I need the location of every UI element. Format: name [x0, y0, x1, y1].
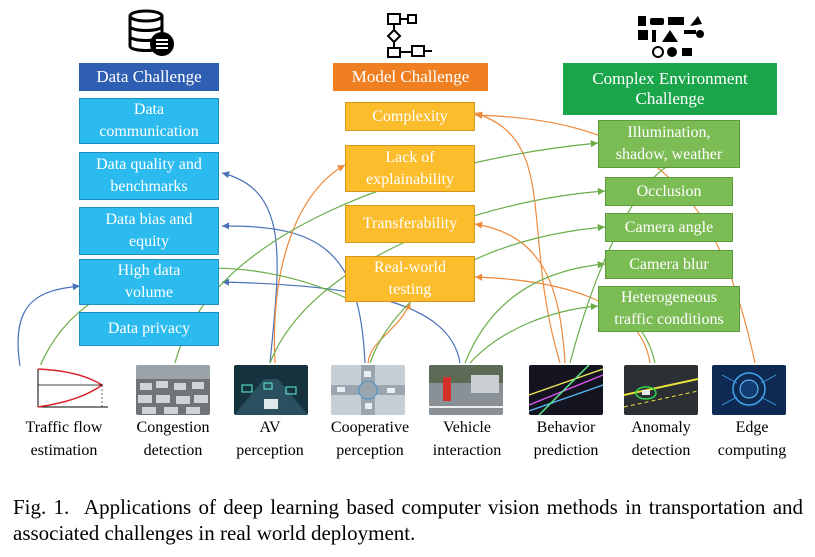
item-line1: Complexity: [372, 107, 448, 125]
app-line1: Behavior: [536, 419, 596, 436]
edge-behavior-to-complexity: [474, 111, 561, 364]
congestion-detection-thumbnail: [136, 365, 210, 415]
item-line1: Camera blur: [629, 255, 709, 273]
application-label: Cooperative perception: [318, 416, 422, 462]
item-line1: Camera angle: [624, 218, 714, 236]
application-label: Vehicle interaction: [419, 416, 515, 462]
app-line2: detection: [143, 442, 203, 460]
edge-behavior-to-transferability: [474, 221, 566, 364]
app-line1: Vehicle: [443, 419, 491, 436]
application-label: AV perception: [222, 416, 318, 462]
model-challenge-item: Transferability: [345, 205, 475, 243]
item-line2: traffic conditions: [614, 311, 724, 328]
app-line2: detection: [631, 442, 691, 460]
env-header-line1: Complex Environment: [592, 68, 748, 88]
anomaly-detection-thumbnail: [624, 365, 698, 415]
env-challenge-item: Illumination, shadow, weather: [598, 120, 740, 168]
caption-prefix: Fig. 1.: [13, 495, 70, 519]
database-icon: [128, 9, 174, 56]
data-challenge-item: High data volume: [79, 259, 219, 305]
item-line2: explainability: [366, 170, 454, 188]
item-line1: Data privacy: [107, 320, 191, 338]
application-label: Congestion detection: [125, 416, 221, 462]
data-challenge-item: Data communication: [79, 98, 219, 144]
cooperative-perception-thumbnail: [331, 365, 405, 415]
item-line1: High data: [117, 262, 181, 280]
app-line1: Edge: [735, 419, 769, 436]
app-line2: interaction: [432, 442, 502, 460]
item-line1: Occlusion: [636, 182, 702, 200]
item-line1: Data bias and: [105, 211, 193, 229]
edge-av-to-data-quality: [221, 171, 278, 364]
item-line1: Data quality and: [96, 156, 202, 174]
data-challenge-item: Data quality and benchmarks: [79, 152, 219, 200]
item-line2: testing: [388, 281, 432, 298]
transport-icons: [638, 16, 704, 58]
edge-vehicle-to-camera-blur: [464, 261, 606, 364]
app-line1: Traffic flow: [25, 419, 103, 436]
edge-anomaly-to-hetero: [639, 329, 656, 364]
caption-text: Applications of deep learning based comp…: [13, 495, 804, 546]
item-line1: Real-world: [374, 259, 446, 277]
application-label: Edge computing: [704, 416, 800, 462]
model-challenge-item: Real-world testing: [345, 256, 475, 302]
item-line2: shadow, weather: [615, 146, 723, 163]
app-line2: perception: [336, 442, 404, 460]
model-challenge-item: Lack of explainability: [345, 145, 475, 192]
item-line2: equity: [128, 233, 169, 250]
application-label: Anomaly detection: [613, 416, 709, 462]
env-challenge-item: Occlusion: [605, 177, 733, 206]
edge-av-to-explainability: [273, 164, 346, 364]
traffic-flow-plot-thumbnail: [20, 365, 112, 415]
model-challenge-item: Complexity: [345, 102, 475, 131]
edge-congestion-to-illumination: [174, 140, 599, 364]
item-line1: Illumination,: [627, 124, 711, 142]
model-flow-icon: [386, 13, 432, 58]
app-line1: Congestion: [136, 419, 210, 436]
edge-computing-thumbnail: [712, 365, 786, 415]
env-header-line2: Challenge: [635, 89, 705, 108]
app-line2: prediction: [533, 442, 599, 460]
model-challenge-header: Model Challenge: [333, 63, 488, 91]
app-line2: perception: [236, 442, 304, 460]
item-line2: communication: [99, 123, 199, 140]
vehicle-interaction-thumbnail: [429, 365, 503, 415]
item-line1: Data: [133, 101, 165, 119]
data-challenge-item: Data privacy: [79, 312, 219, 346]
figure-caption: Fig. 1. Applications of deep learning ba…: [13, 494, 803, 547]
behavior-prediction-thumbnail: [529, 365, 603, 415]
item-line2: volume: [125, 284, 173, 301]
av-perception-thumbnail: [234, 365, 308, 415]
edge-coop-to-realworld: [367, 301, 411, 364]
item-line1: Lack of: [385, 148, 435, 166]
app-line2: computing: [717, 442, 787, 460]
edge-traffic-flow-to-high-volume: [17, 283, 81, 367]
data-challenge-header: Data Challenge: [79, 63, 219, 91]
item-line1: Transferability: [362, 215, 458, 233]
edge-coop-to-data-bias: [221, 222, 366, 364]
edge-vehicle-to-heterogeneous: [469, 303, 599, 364]
application-label: Behavior prediction: [518, 416, 614, 462]
item-line1: Heterogeneous: [621, 289, 717, 307]
app-line1: Cooperative: [330, 419, 410, 436]
app-line1: Anomaly: [631, 419, 691, 436]
app-line2: estimation: [30, 442, 98, 460]
app-line1: AV: [259, 419, 281, 436]
data-challenge-item: Data bias and equity: [79, 207, 219, 255]
item-line2: benchmarks: [110, 178, 188, 195]
env-challenge-item: Camera blur: [605, 250, 733, 279]
application-label: Traffic flow estimation: [16, 416, 112, 462]
env-challenge-item: Camera angle: [605, 213, 733, 242]
env-challenge-item: Heterogeneous traffic conditions: [598, 286, 740, 332]
